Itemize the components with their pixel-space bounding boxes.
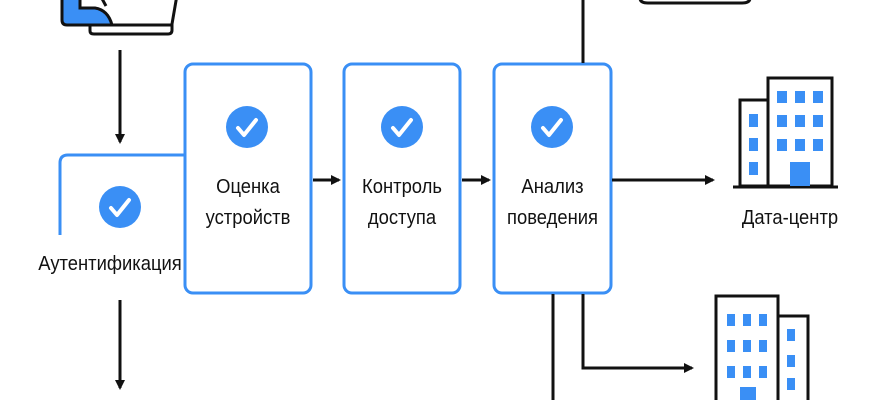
laptop-icon <box>60 0 178 36</box>
access-label: Контроль доступа <box>349 172 456 234</box>
check-icon <box>97 184 143 230</box>
check-icon <box>529 104 575 150</box>
arrow-behavior-to-building2 <box>581 294 694 373</box>
access-label-line1: Контроль <box>362 176 442 198</box>
building-icon-2 <box>714 294 810 400</box>
top-right-box <box>638 0 752 5</box>
check-icon <box>379 104 425 150</box>
auth-box-border <box>58 153 185 235</box>
behavior-label: Анализ поведения <box>499 172 607 234</box>
access-label-line2: доступа <box>367 207 437 229</box>
device-label-line1: Оценка <box>216 176 280 198</box>
device-label: Оценка устройств <box>190 172 306 234</box>
auth-label: Аутентификация <box>38 253 182 275</box>
building-icon <box>733 76 838 189</box>
device-label-line2: устройств <box>205 207 291 229</box>
behavior-label-line2: поведения <box>507 207 598 229</box>
device-box[interactable] <box>183 62 313 295</box>
behavior-box[interactable] <box>492 62 613 295</box>
behavior-label-line1: Анализ <box>521 176 584 198</box>
datacenter-label: Дата-центр <box>741 207 839 229</box>
check-icon <box>224 104 270 150</box>
access-box[interactable] <box>342 62 462 295</box>
